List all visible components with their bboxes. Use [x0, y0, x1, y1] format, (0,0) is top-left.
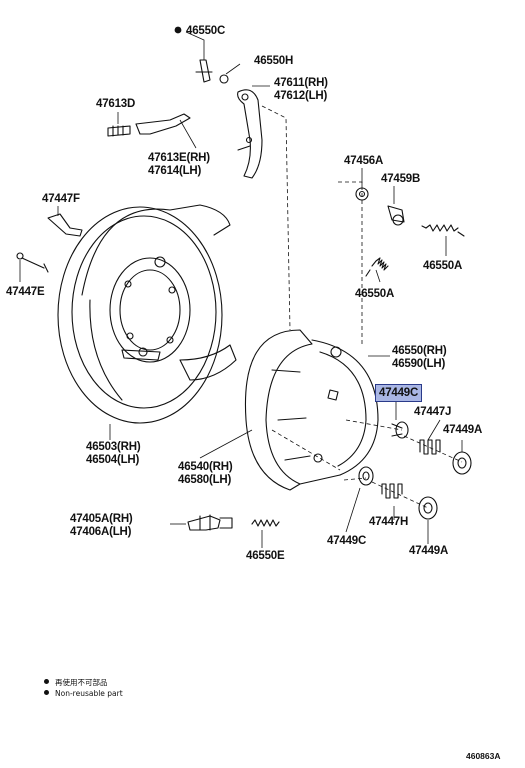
legend-dot-icon: [44, 690, 49, 695]
label-47611-47612: 47611(RH) 47612(LH): [274, 77, 328, 102]
label-47614: 47614(LH): [148, 164, 202, 177]
label-46503-46504: 46503(RH) 46504(LH): [86, 441, 141, 466]
label-47447F: 47447F: [42, 193, 80, 205]
legend-en: Non-reusable part: [44, 689, 123, 698]
legend-dot-icon: [44, 679, 49, 684]
label-47459B: 47459B: [381, 173, 421, 185]
label-47406A: 47406A(LH): [70, 525, 132, 538]
return-spring-lower: [365, 257, 389, 277]
strut-47613E: [135, 113, 191, 135]
brake-shoe: [244, 329, 379, 491]
label-47405A: 47405A(RH): [70, 513, 133, 525]
washer-47449A-upper: [452, 451, 472, 475]
label-46580: 46580(LH): [178, 473, 232, 486]
legend-jp-text: 再使用不可部品: [55, 678, 108, 687]
label-46550C: 46550C: [186, 25, 226, 37]
bolt-47447E: [16, 252, 49, 273]
label-46540-46580: 46540(RH) 46580(LH): [178, 461, 233, 486]
label-47447J: 47447J: [414, 406, 452, 418]
backing-plate: [57, 204, 237, 424]
washer-46550H: [219, 74, 229, 84]
non-reusable-dot: [174, 26, 182, 34]
cup-47459B: [387, 205, 405, 226]
label-47449C-lower: 47449C: [327, 535, 367, 547]
label-47449C-highlighted[interactable]: 47449C: [375, 384, 423, 402]
label-47447E: 47447E: [6, 286, 45, 298]
label-46504: 46504(LH): [86, 453, 140, 466]
return-spring-upper: [421, 224, 465, 237]
washer-47449A-lower: [418, 496, 438, 520]
hold-down-cup-lower: [358, 466, 374, 486]
label-47449A-upper: 47449A: [443, 424, 483, 436]
label-47611: 47611(RH): [274, 77, 328, 89]
spring-46550E: [251, 519, 280, 527]
label-46550E: 46550E: [246, 550, 285, 562]
hold-down-spring-47447J: [419, 439, 441, 455]
label-46540: 46540(RH): [178, 461, 233, 473]
legend-jp: 再使用不可部品: [44, 677, 108, 688]
pin-46550C: [195, 59, 213, 83]
label-46550-46590: 46550(RH) 46590(LH): [392, 345, 447, 370]
label-46550A-lower: 46550A: [355, 288, 395, 300]
adjuster-47405A: [187, 514, 233, 531]
clip-47447F: [47, 213, 83, 237]
label-47449A-lower: 47449A: [409, 545, 449, 557]
adjuster-spring: [107, 125, 131, 137]
label-47613E: 47613E(RH): [148, 152, 210, 164]
label-47456A: 47456A: [344, 155, 384, 167]
label-46550A-upper: 46550A: [423, 260, 463, 272]
legend-en-text: Non-reusable part: [55, 689, 123, 698]
hold-down-spring-47447H: [381, 483, 403, 499]
label-46550H: 46550H: [254, 55, 294, 67]
label-47405A-47406A: 47405A(RH) 47406A(LH): [70, 513, 133, 538]
label-47447H: 47447H: [369, 516, 409, 528]
leader-lines: [19, 31, 463, 548]
parking-brake-lever: [237, 89, 263, 179]
label-47613E-47614: 47613E(RH) 47614(LH): [148, 152, 210, 177]
label-47612: 47612(LH): [274, 89, 328, 102]
figure-number: 460863A: [466, 751, 501, 761]
label-47613D: 47613D: [96, 98, 136, 110]
alignment-lines: [261, 105, 463, 509]
label-46503: 46503(RH): [86, 441, 141, 453]
hold-down-cup-upper: [391, 421, 409, 439]
label-46590LH: 46590(LH): [392, 357, 446, 370]
label-46550RH: 46550(RH): [392, 345, 447, 357]
